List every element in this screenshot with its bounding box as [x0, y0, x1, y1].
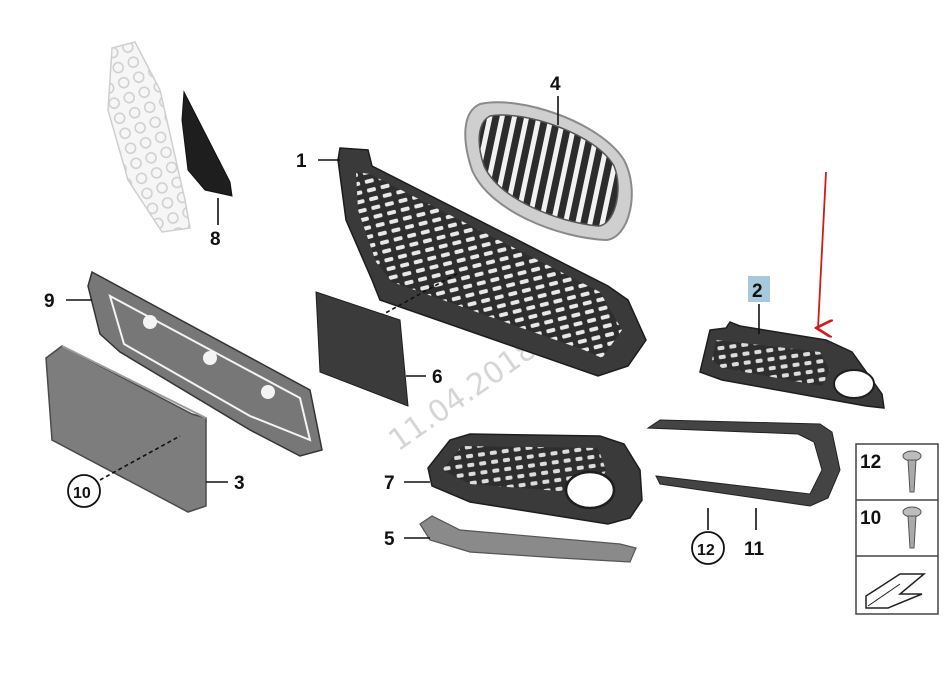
part-3-license-plate: [45, 345, 207, 513]
part-1-center-grille: [337, 147, 647, 377]
screw-icon: [902, 506, 922, 549]
callout-2-highlight: [748, 276, 770, 302]
part-9-bracket: [87, 270, 323, 457]
legend-screw-12-label: 12: [860, 452, 881, 473]
callout-11: 11: [744, 539, 765, 560]
callout-10: 10: [73, 485, 91, 502]
callout-5: 5: [384, 529, 395, 550]
callout-9: 9: [44, 291, 55, 312]
callout-6: 6: [432, 367, 443, 388]
callout-4: 4: [550, 74, 561, 95]
callout-1: 1: [296, 151, 307, 172]
callout-7: 7: [384, 473, 395, 494]
part-2-fog-grille-right: [699, 321, 885, 409]
callout-8: 8: [210, 229, 221, 250]
part-5-lower-strip: [419, 515, 637, 563]
legend-screw-10-label: 10: [860, 508, 881, 529]
part-11-trim-strip: [646, 419, 841, 507]
direction-arrow-icon: [865, 573, 927, 609]
highlight-arrow: [818, 171, 826, 328]
part-6-panel: [315, 291, 409, 407]
part-7-fog-grille-left: [427, 433, 643, 525]
part-4-kidney-grille: [464, 101, 633, 242]
screw-icon: [902, 450, 922, 493]
callout-3: 3: [234, 473, 245, 494]
part-8-cover: [181, 90, 233, 197]
screw-legend: 12 10: [855, 443, 939, 615]
ghost-lattice-part: [107, 41, 191, 233]
callout-12: 12: [697, 542, 715, 559]
callout-2: 2: [752, 281, 763, 302]
